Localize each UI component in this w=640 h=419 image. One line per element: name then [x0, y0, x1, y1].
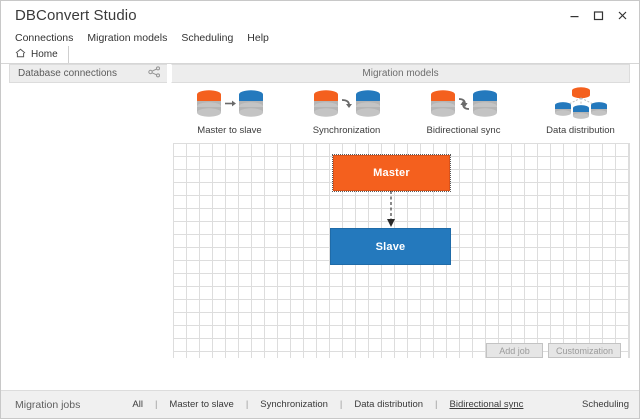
menu-item-migration-models[interactable]: Migration models	[87, 31, 168, 44]
migration-models-panel: Master to slave	[171, 83, 639, 364]
model-bidirectional-sync[interactable]: Bidirectional sync	[405, 87, 522, 139]
maximize-button[interactable]	[587, 5, 609, 25]
diagram-node-master[interactable]: Master	[332, 154, 451, 192]
window-controls	[563, 1, 633, 29]
panel-header-row: Database connections Migration models	[1, 64, 639, 83]
customization-button[interactable]: Customization	[547, 343, 621, 358]
filter-bidirectional-sync[interactable]: Bidirectional sync	[449, 399, 524, 410]
filter-data-distribution[interactable]: Data distribution	[354, 399, 424, 410]
filter-separator: |	[435, 399, 438, 410]
diagram-node-master-label: Master	[373, 167, 410, 179]
scheduling-link[interactable]: Scheduling	[581, 399, 629, 410]
status-bar: Migration jobs All | Master to slave | S…	[1, 390, 639, 418]
filter-separator: |	[245, 399, 249, 410]
minimize-button[interactable]	[563, 5, 585, 25]
title-bar: DBConvert Studio	[1, 1, 639, 29]
model-gallery: Master to slave	[171, 83, 639, 139]
migration-jobs-title: Migration jobs	[15, 398, 81, 411]
model-master-to-slave[interactable]: Master to slave	[171, 87, 288, 139]
filter-master-to-slave[interactable]: Master to slave	[169, 399, 234, 410]
tab-strip: Home	[1, 46, 639, 64]
migration-models-header: Migration models	[171, 64, 630, 83]
filter-all[interactable]: All	[132, 399, 143, 410]
menu-item-connections[interactable]: Connections	[15, 31, 74, 44]
tab-home-label: Home	[31, 49, 58, 60]
diagram-node-slave[interactable]: Slave	[330, 228, 451, 265]
db-connections-title: Database connections	[18, 68, 117, 79]
model-master-to-slave-label: Master to slave	[197, 125, 262, 136]
canvas-action-buttons: Add job Customization	[485, 343, 621, 358]
data-distribution-icon	[543, 87, 619, 123]
filter-separator: |	[339, 399, 343, 410]
synchronization-icon	[309, 87, 385, 123]
tab-home[interactable]: Home	[9, 46, 69, 63]
model-synchronization-label: Synchronization	[312, 125, 381, 136]
filter-separator: |	[154, 399, 158, 410]
bidirectional-sync-icon	[426, 87, 502, 123]
body-split: Master to slave	[1, 83, 639, 364]
home-icon	[15, 48, 26, 61]
model-bidirectional-sync-label: Bidirectional sync	[426, 125, 501, 136]
share-nodes-icon[interactable]	[148, 65, 161, 83]
migration-jobs-filters: All | Master to slave | Synchronization …	[120, 399, 535, 410]
model-synchronization[interactable]: Synchronization	[288, 87, 405, 139]
filter-synchronization[interactable]: Synchronization	[260, 399, 328, 410]
model-data-distribution-label: Data distribution	[546, 125, 615, 136]
app-title: DBConvert Studio	[15, 6, 137, 24]
close-button[interactable]	[611, 5, 633, 25]
migration-models-title: Migration models	[362, 68, 439, 79]
master-to-slave-icon	[192, 87, 268, 123]
diagram-canvas[interactable]: Master Slave Add job Customization	[173, 143, 630, 358]
menu-item-help[interactable]: Help	[247, 31, 269, 44]
db-connections-panel	[1, 83, 171, 364]
add-job-button[interactable]: Add job	[485, 343, 543, 358]
model-data-distribution[interactable]: Data distribution	[522, 87, 639, 139]
db-connections-header[interactable]: Database connections	[9, 64, 167, 83]
diagram-node-slave-label: Slave	[375, 240, 406, 253]
menu-bar: Connections Migration models Scheduling …	[1, 29, 639, 46]
menu-item-scheduling[interactable]: Scheduling	[181, 31, 234, 44]
